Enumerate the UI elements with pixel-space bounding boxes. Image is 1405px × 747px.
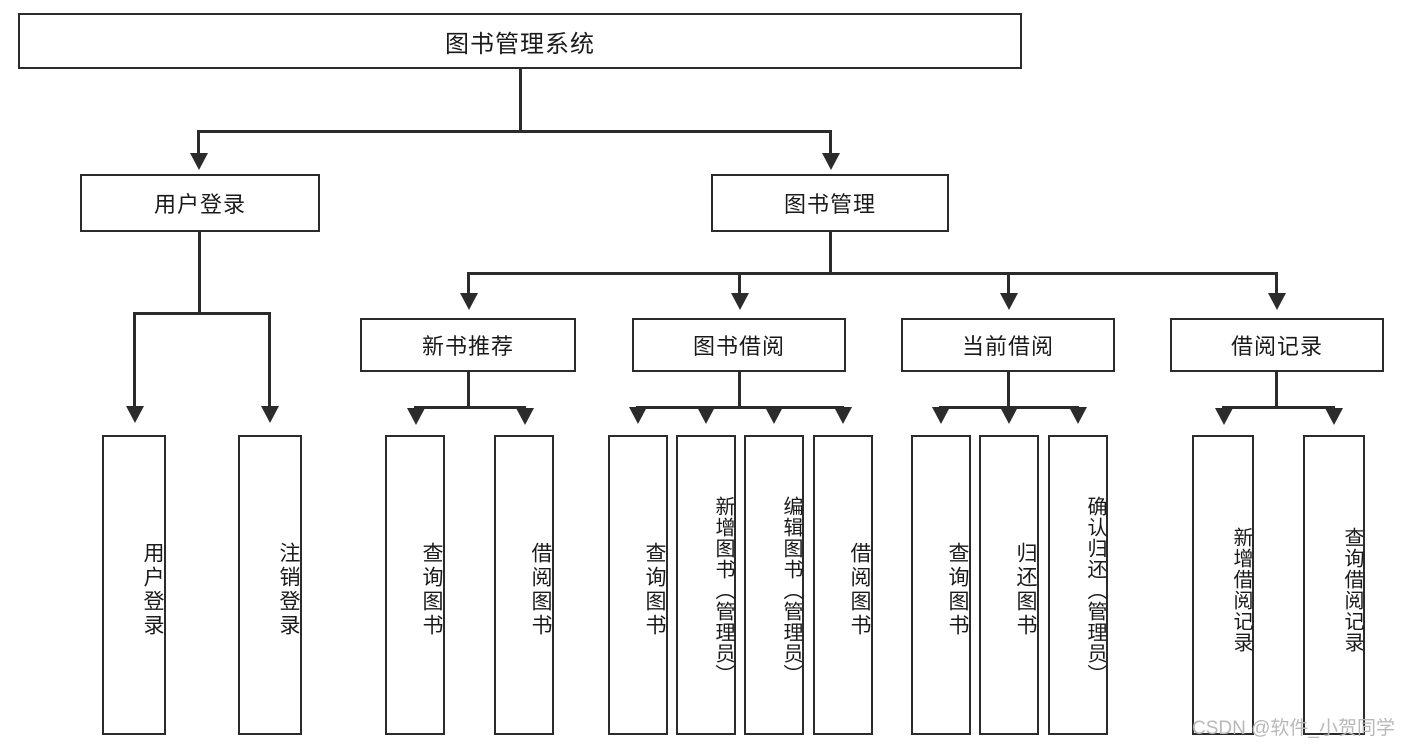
node-label: 查询借阅记录 bbox=[1341, 527, 1363, 653]
node-label: 图书管理 bbox=[783, 192, 876, 217]
arrowhead-to-current-borrow bbox=[1000, 293, 1018, 310]
node-current-borrow[interactable]: 当前借阅 bbox=[901, 318, 1115, 372]
connector-new-book-recommend-bus bbox=[414, 406, 526, 409]
node-label: 查询图书 bbox=[420, 542, 443, 638]
leaf-add-book[interactable]: 新增图书（管理员） bbox=[676, 435, 736, 735]
connector-to-book-borrow bbox=[738, 272, 741, 296]
csdn-watermark: CSDN @软件_小贺同学 bbox=[1192, 718, 1395, 739]
node-book-management[interactable]: 图书管理 bbox=[711, 174, 949, 232]
leaf-return-book[interactable]: 归还图书 bbox=[979, 435, 1039, 735]
connector-new-book-recommend-stem bbox=[467, 372, 470, 408]
node-label: 确认归还（管理员） bbox=[1084, 495, 1106, 685]
leaf-logout[interactable]: 注销登录 bbox=[238, 435, 302, 735]
node-book-borrow[interactable]: 图书借阅 bbox=[632, 318, 846, 372]
node-book-management-system[interactable]: 图书管理系统 bbox=[18, 13, 1022, 69]
connector-level3-bus bbox=[467, 272, 1278, 275]
arrowhead-leaf-query-book-3 bbox=[932, 407, 950, 424]
arrowhead-leaf-logout bbox=[261, 406, 279, 423]
arrowhead-leaf-borrow-book-2 bbox=[834, 407, 852, 424]
connector-to-borrow-record bbox=[1275, 272, 1278, 296]
leaf-borrow-book-2[interactable]: 借阅图书 bbox=[813, 435, 873, 735]
arrowhead-leaf-return-book bbox=[1000, 407, 1018, 424]
arrowhead-to-book-management bbox=[822, 153, 840, 170]
connector-borrow-record-bus bbox=[1222, 406, 1335, 409]
connector-to-new-book-recommend bbox=[467, 272, 470, 296]
node-label: 查询图书 bbox=[946, 542, 969, 638]
node-label: 归还图书 bbox=[1014, 542, 1037, 638]
connector-to-current-borrow bbox=[1007, 272, 1010, 296]
node-label: 用户登录 bbox=[153, 192, 246, 217]
arrowhead-leaf-query-record bbox=[1325, 408, 1343, 425]
node-label: 查询图书 bbox=[643, 542, 666, 638]
arrowhead-to-borrow-record bbox=[1268, 293, 1286, 310]
arrowhead-leaf-borrow-book-1 bbox=[516, 408, 534, 425]
leaf-borrow-book-1[interactable]: 借阅图书 bbox=[494, 435, 554, 735]
node-label: 图书借阅 bbox=[692, 334, 785, 359]
node-label: 借阅图书 bbox=[529, 542, 552, 638]
connector-user-login-stem bbox=[198, 232, 201, 314]
node-label: 借阅图书 bbox=[848, 542, 871, 638]
connector-to-user-login bbox=[197, 130, 200, 155]
leaf-query-book-1[interactable]: 查询图书 bbox=[385, 435, 445, 735]
connector-borrow-record-stem bbox=[1275, 372, 1278, 408]
leaf-query-book-3[interactable]: 查询图书 bbox=[911, 435, 971, 735]
node-borrow-record[interactable]: 借阅记录 bbox=[1170, 318, 1384, 372]
arrowhead-leaf-query-book-1 bbox=[407, 408, 425, 425]
leaf-confirm-return[interactable]: 确认归还（管理员） bbox=[1048, 435, 1108, 735]
arrowhead-leaf-edit-book bbox=[765, 407, 783, 424]
connector-book-borrow-stem bbox=[738, 372, 741, 408]
arrowhead-to-book-borrow bbox=[731, 293, 749, 310]
arrowhead-to-user-login bbox=[190, 153, 208, 170]
node-label: 注销登录 bbox=[277, 542, 300, 638]
arrowhead-leaf-query-book-2 bbox=[629, 407, 647, 424]
node-label: 新增图书（管理员） bbox=[712, 495, 734, 685]
node-label: 新增借阅记录 bbox=[1230, 527, 1252, 653]
leaf-add-record[interactable]: 新增借阅记录 bbox=[1192, 435, 1254, 735]
connector-user-login-drop-2 bbox=[268, 312, 271, 410]
connector-user-login-bus bbox=[133, 312, 270, 315]
arrowhead-leaf-user-login bbox=[126, 406, 144, 423]
node-label: 图书管理系统 bbox=[445, 30, 595, 58]
node-label: 用户登录 bbox=[141, 542, 164, 638]
leaf-user-login[interactable]: 用户登录 bbox=[102, 435, 166, 735]
connector-user-login-drop-1 bbox=[133, 312, 136, 410]
arrowhead-leaf-confirm-return bbox=[1069, 407, 1087, 424]
connector-root-stem bbox=[519, 69, 522, 132]
arrowhead-leaf-add-book bbox=[697, 407, 715, 424]
arrowhead-leaf-add-record bbox=[1215, 408, 1233, 425]
leaf-query-record[interactable]: 查询借阅记录 bbox=[1303, 435, 1365, 735]
arrowhead-to-new-book-recommend bbox=[460, 293, 478, 310]
node-new-book-recommend[interactable]: 新书推荐 bbox=[360, 318, 576, 372]
connector-current-borrow-stem bbox=[1007, 372, 1010, 408]
node-label: 编辑图书（管理员） bbox=[780, 495, 802, 685]
connector-to-book-management bbox=[829, 130, 832, 155]
node-label: 借阅记录 bbox=[1230, 334, 1323, 359]
leaf-edit-book[interactable]: 编辑图书（管理员） bbox=[744, 435, 804, 735]
connector-book-management-stem bbox=[829, 232, 832, 274]
connector-book-borrow-bus bbox=[636, 406, 844, 409]
node-label: 当前借阅 bbox=[961, 334, 1054, 359]
node-label: 新书推荐 bbox=[421, 334, 514, 359]
node-user-login[interactable]: 用户登录 bbox=[80, 174, 320, 232]
leaf-query-book-2[interactable]: 查询图书 bbox=[608, 435, 668, 735]
connector-level2-bus bbox=[197, 130, 832, 133]
